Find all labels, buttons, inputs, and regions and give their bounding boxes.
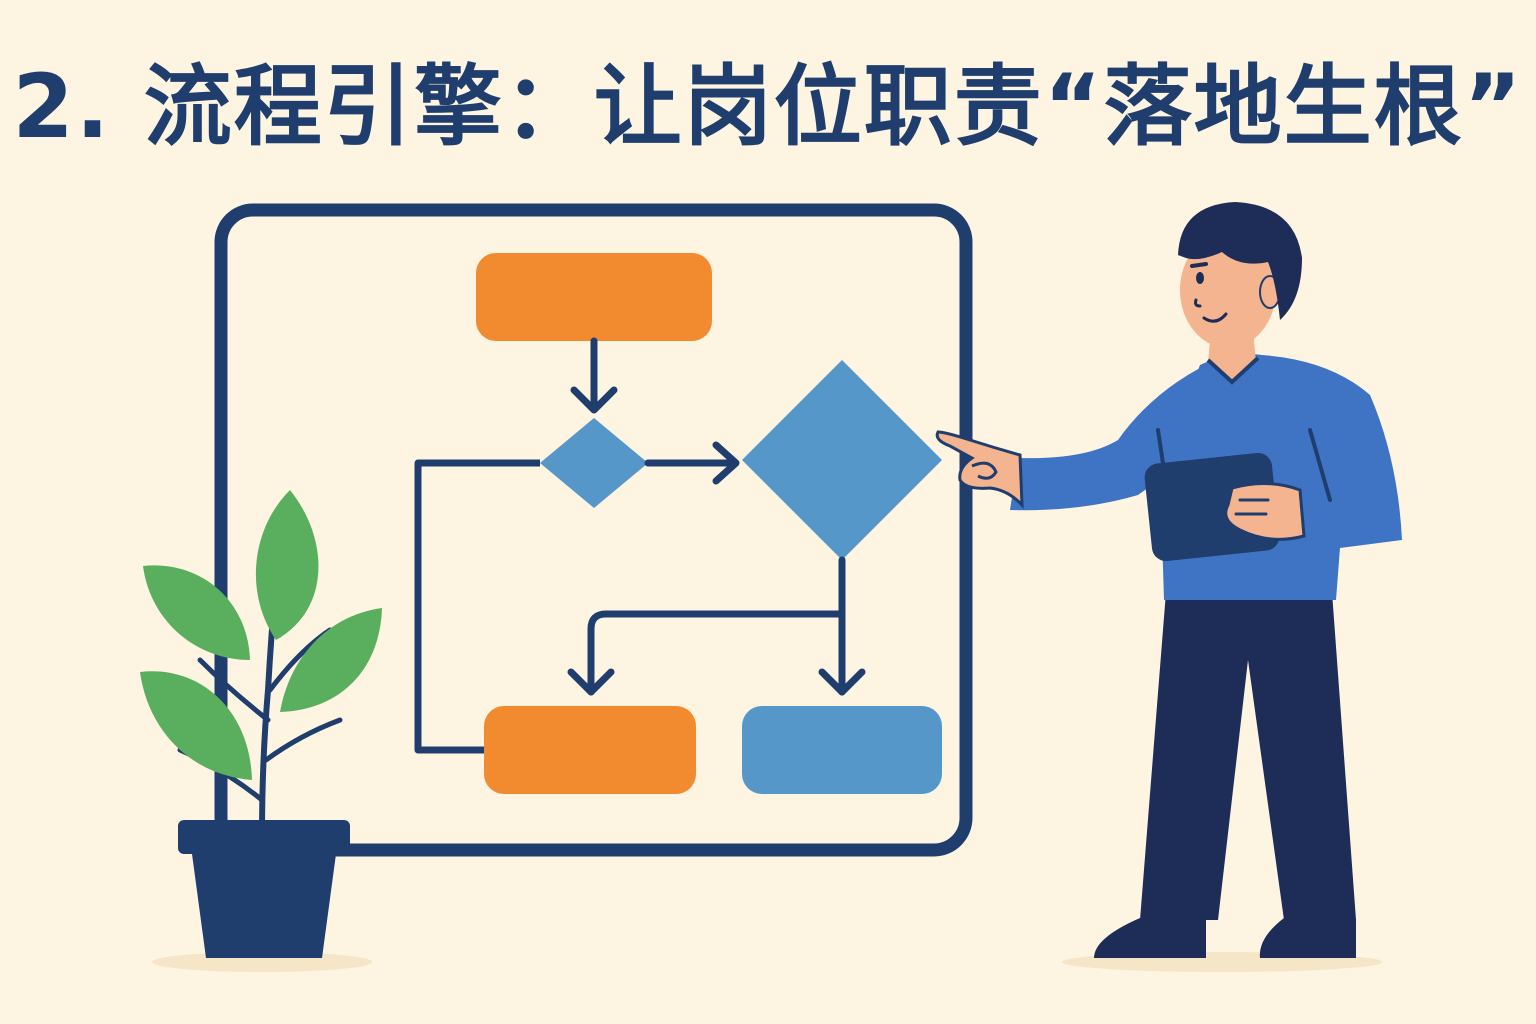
arrow-start-to-decision — [570, 337, 618, 414]
slide-title: 2. 流程引擎：让岗位职责“落地生根” — [12, 55, 1524, 158]
potted-plant-icon — [140, 490, 382, 972]
large-decision-diamond — [742, 360, 942, 560]
arrow-decision-to-big-decision — [644, 441, 740, 485]
small-decision-diamond — [540, 418, 648, 508]
loop-back-line — [414, 459, 540, 754]
branch-arrows — [567, 556, 866, 696]
presenter-figure — [935, 202, 1402, 972]
flowchart-board — [214, 203, 973, 857]
process-box-orange — [484, 706, 696, 794]
process-box-blue — [742, 706, 942, 794]
start-box — [476, 253, 712, 341]
